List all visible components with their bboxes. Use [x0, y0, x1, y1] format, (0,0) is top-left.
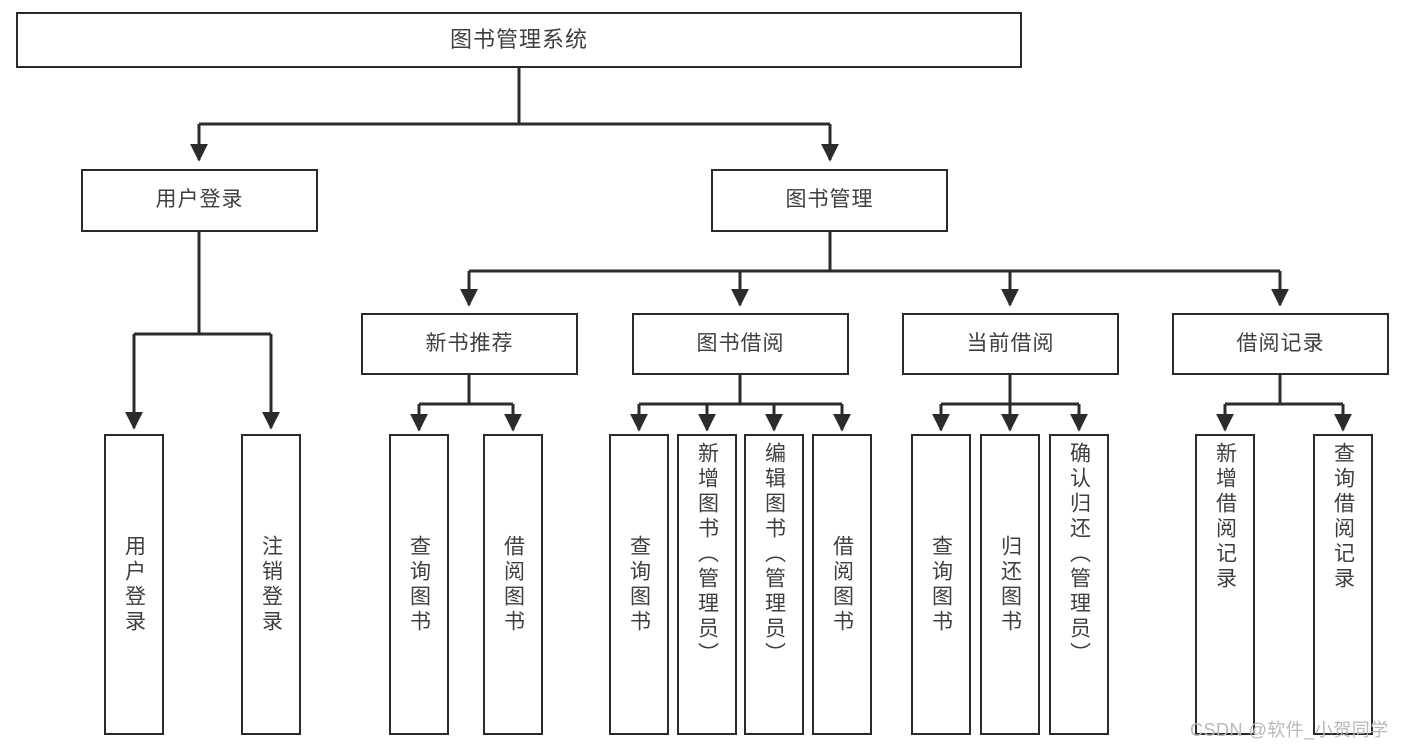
node-label: 查询图书	[627, 534, 651, 635]
node-label: 借阅图书	[501, 534, 525, 635]
node-label: 新增借阅记录	[1213, 442, 1237, 592]
node-current-borrow[interactable]: 当前借阅	[902, 313, 1119, 375]
node-label: 用户登录	[155, 188, 244, 212]
node-book-management[interactable]: 图书管理	[711, 169, 948, 232]
node-book-borrow[interactable]: 图书借阅	[632, 313, 849, 375]
node-label: 归还图书	[998, 534, 1022, 635]
node-label: 图书管理系统	[449, 27, 588, 53]
leaf-book-borrow-add-admin[interactable]: 新增图书（管理员）	[677, 434, 737, 735]
node-label: 图书借阅	[696, 331, 785, 355]
leaf-current-borrow-return[interactable]: 归还图书	[980, 434, 1040, 735]
node-label: 查询借阅记录	[1331, 442, 1355, 592]
leaf-current-borrow-query[interactable]: 查询图书	[911, 434, 971, 735]
node-label: 注销登录	[259, 534, 283, 635]
node-label: 编辑图书（管理员）	[762, 442, 786, 667]
leaf-book-borrow-edit-admin[interactable]: 编辑图书（管理员）	[744, 434, 804, 735]
node-root-book-management-system[interactable]: 图书管理系统	[16, 12, 1022, 68]
leaf-new-book-query[interactable]: 查询图书	[389, 434, 449, 735]
node-label: 新增图书（管理员）	[695, 442, 719, 667]
node-label: 当前借阅	[966, 331, 1055, 355]
node-label: 用户登录	[122, 534, 146, 635]
csdn-watermark: CSDN @软件_小贺同学	[1190, 716, 1389, 742]
leaf-book-borrow-borrow[interactable]: 借阅图书	[812, 434, 872, 735]
node-label: 图书管理	[785, 188, 874, 212]
node-borrow-record[interactable]: 借阅记录	[1172, 313, 1389, 375]
watermark-text: CSDN @软件_小贺同学	[1190, 720, 1389, 740]
node-user-login[interactable]: 用户登录	[81, 169, 318, 232]
node-label: 新书推荐	[425, 331, 514, 355]
leaf-user-login-login[interactable]: 用户登录	[104, 434, 164, 735]
leaf-borrow-record-add[interactable]: 新增借阅记录	[1195, 434, 1255, 735]
leaf-borrow-record-query[interactable]: 查询借阅记录	[1313, 434, 1373, 735]
leaf-book-borrow-query[interactable]: 查询图书	[609, 434, 669, 735]
node-label: 查询图书	[929, 534, 953, 635]
node-label: 借阅图书	[830, 534, 854, 635]
node-new-book-recommend[interactable]: 新书推荐	[361, 313, 578, 375]
leaf-user-login-logout[interactable]: 注销登录	[241, 434, 301, 735]
leaf-current-borrow-confirm-return-admin[interactable]: 确认归还（管理员）	[1049, 434, 1109, 735]
node-label: 确认归还（管理员）	[1067, 442, 1091, 667]
node-label: 借阅记录	[1236, 331, 1325, 355]
leaf-new-book-borrow[interactable]: 借阅图书	[483, 434, 543, 735]
node-label: 查询图书	[407, 534, 431, 635]
